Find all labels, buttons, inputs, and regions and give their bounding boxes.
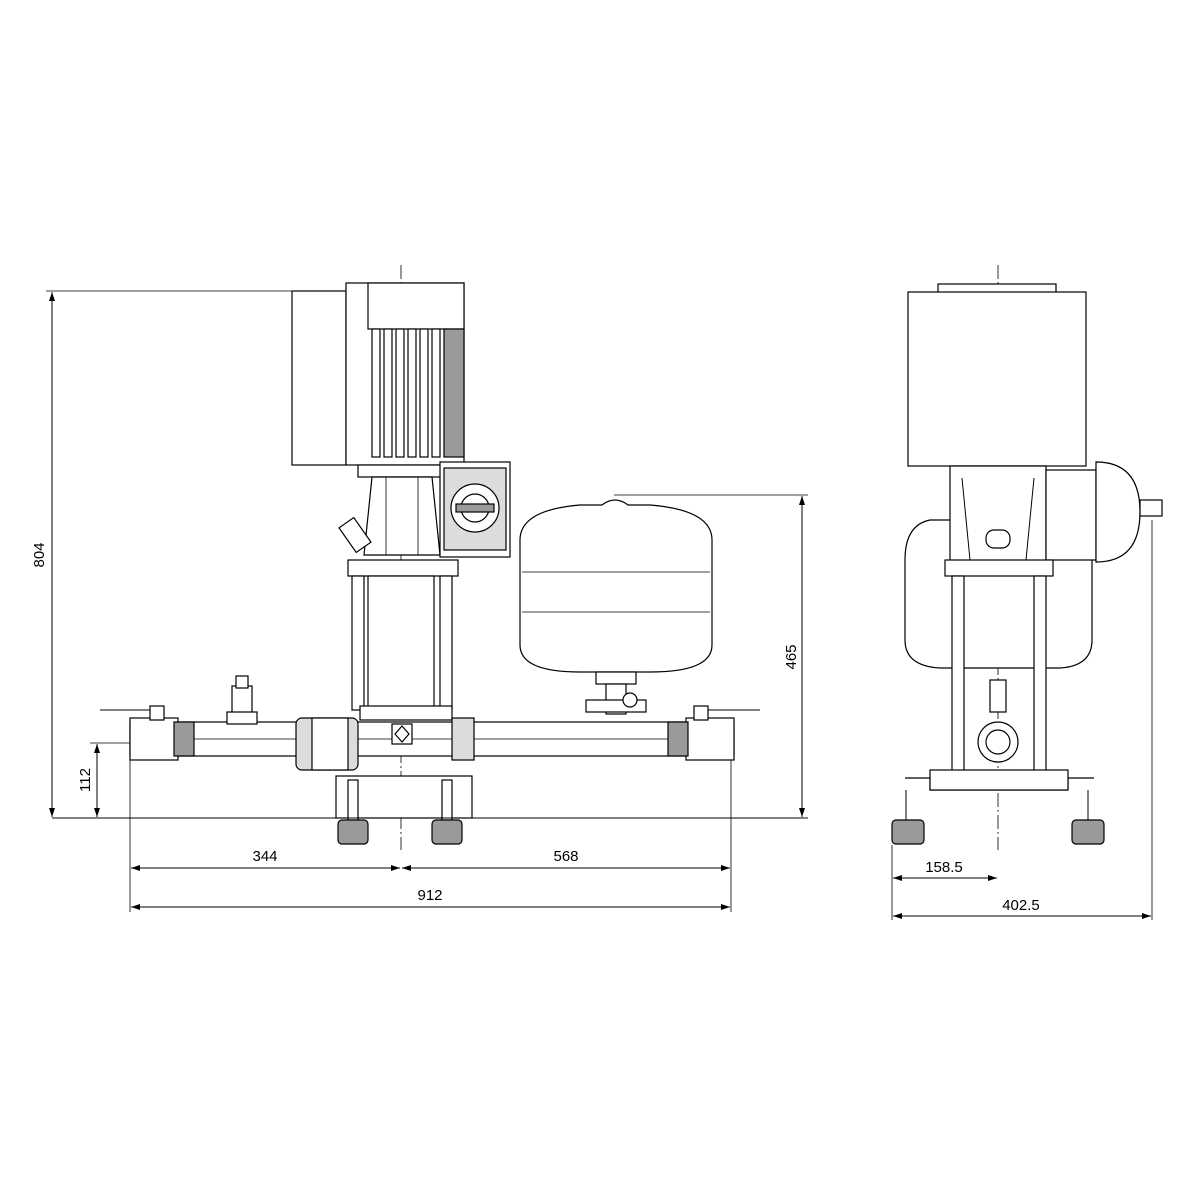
side-foot-left bbox=[891, 819, 925, 845]
motor bbox=[291, 282, 465, 478]
base-frame bbox=[335, 775, 473, 845]
side-motor-housing bbox=[907, 291, 1087, 467]
motor-flange bbox=[357, 464, 447, 478]
dim-left-to-axis: 344 bbox=[252, 848, 277, 865]
diaphragm-tank bbox=[519, 499, 713, 715]
dim-inlet-height: 112 bbox=[77, 768, 94, 792]
motor-terminal-box bbox=[291, 290, 347, 466]
dim-overall-depth: 402.5 bbox=[1002, 897, 1040, 914]
foot-right bbox=[431, 819, 463, 845]
vent-plug bbox=[338, 516, 372, 554]
side-switch-box bbox=[1045, 469, 1097, 561]
side-foot-right bbox=[1071, 819, 1105, 845]
foot-left bbox=[337, 819, 369, 845]
pump-head-plate bbox=[347, 559, 459, 577]
inlet-valve-body bbox=[129, 717, 179, 761]
dim-axis-offset: 158.5 bbox=[925, 859, 963, 876]
front-dimensions: 804 112 465 344 568 912 bbox=[31, 290, 808, 912]
side-switch-knob bbox=[1139, 499, 1163, 517]
switch-handle bbox=[455, 503, 495, 513]
manifold bbox=[100, 675, 760, 771]
front-view: 804 112 465 344 568 912 bbox=[31, 265, 808, 912]
isolator-switch bbox=[439, 461, 511, 558]
side-view: 158.5 402.5 bbox=[891, 265, 1163, 920]
pump-column bbox=[347, 559, 459, 721]
dim-overall-height: 804 bbox=[31, 542, 48, 567]
motor-cooling-fins bbox=[371, 328, 465, 458]
outlet-valve-body bbox=[685, 717, 735, 761]
motor-top bbox=[367, 282, 465, 330]
dim-tank-height: 465 bbox=[783, 644, 800, 669]
dim-overall-length: 912 bbox=[417, 887, 442, 904]
motor-stool bbox=[338, 476, 441, 556]
dim-axis-to-right: 568 bbox=[553, 848, 578, 865]
side-dimensions: 158.5 402.5 bbox=[891, 520, 1153, 920]
